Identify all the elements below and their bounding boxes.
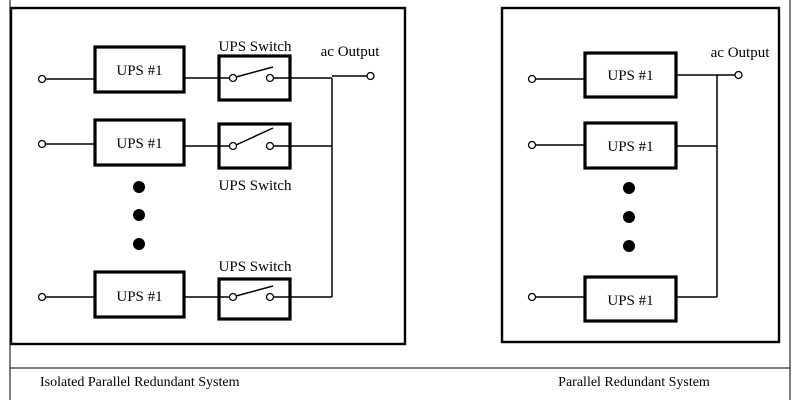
ups-unit-label: UPS #1 [116,136,162,152]
input-terminal-icon [527,292,537,302]
output-terminal-icon [734,70,743,80]
right-row-2: UPS #1 [527,121,717,170]
output-label: ac Output [321,44,381,60]
right-row-1: UPS #1 [527,51,717,99]
right-panel-caption: Parallel Redundant System [558,375,710,390]
ups-switch-label: UPS Switch [219,39,292,55]
input-terminal-icon [37,74,47,84]
input-terminal-icon [37,292,47,302]
right-panel-border [500,6,781,344]
switch-closed-icon [219,66,290,83]
left-row-1: UPS #1 UPS Switch [37,39,332,102]
input-terminal-icon [527,74,537,84]
ups-unit [93,270,186,319]
right-row-3: UPS #1 [527,275,717,323]
ups-unit-label: UPS #1 [607,139,653,155]
continuation-dot-icon [623,211,635,223]
continuation-dot-icon [133,181,145,193]
ups-switch-label: UPS Switch [219,259,292,275]
switch-open-icon [219,127,290,151]
continuation-dot-icon [133,209,145,221]
left-panel-border [9,6,407,346]
input-terminal-icon [527,140,537,150]
isolated-parallel-panel: UPS #1 UPS Switch UPS #1 [9,6,407,346]
ups-unit [93,45,186,94]
continuation-dot-icon [623,240,635,252]
left-row-2: UPS #1 UPS Switch [37,118,332,194]
output-terminal-icon [366,71,375,81]
parallel-redundant-panel: UPS #1 UPS #1 UPS #1 ac Output [500,6,781,344]
ups-unit-label: UPS #1 [607,293,653,309]
ups-unit [583,121,678,170]
ups-unit-label: UPS #1 [116,63,162,79]
input-terminal-icon [37,139,47,149]
ups-unit-label: UPS #1 [607,68,653,84]
ups-unit [583,275,678,323]
ups-switch-label: UPS Switch [219,178,292,194]
left-row-3: UPS #1 UPS Switch [37,259,332,321]
ups-unit-label: UPS #1 [116,289,162,305]
switch-closed-icon [219,285,290,302]
ups-unit [93,118,186,167]
continuation-dot-icon [623,182,635,194]
output-label: ac Output [711,45,771,61]
ups-unit [583,51,678,99]
continuation-dot-icon [133,238,145,250]
left-panel-caption: Isolated Parallel Redundant System [40,375,240,390]
